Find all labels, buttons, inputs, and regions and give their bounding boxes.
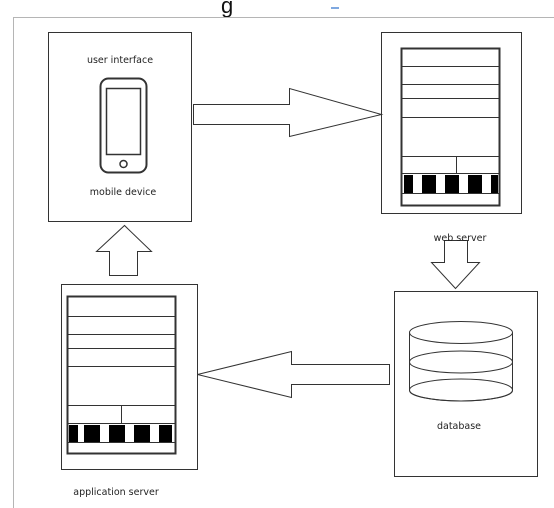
frame-left-border xyxy=(13,17,14,508)
top-link-mark xyxy=(331,7,339,9)
application-server-slots xyxy=(69,425,172,442)
application-server-rack-icon xyxy=(66,295,177,455)
arrow-application-server-to-ui xyxy=(95,224,153,276)
web-server-slots xyxy=(404,175,498,193)
user-interface-box xyxy=(48,32,192,222)
user-interface-title: user interface xyxy=(86,55,154,66)
web-server-label: web server xyxy=(433,233,487,244)
mobile-device-icon xyxy=(99,77,148,174)
application-server-label: application server xyxy=(73,487,159,498)
arrow-database-to-application-server xyxy=(197,350,390,399)
web-server-rack-icon xyxy=(400,47,501,207)
database-cylinder-icon xyxy=(409,321,513,402)
web-server-box xyxy=(381,32,522,214)
arrow-ui-to-web-server xyxy=(193,87,384,138)
frame-top-border xyxy=(13,17,554,18)
top-partial-text: g xyxy=(221,0,234,18)
database-label: database xyxy=(436,421,482,432)
arrow-web-server-to-database xyxy=(430,240,481,290)
application-server-box xyxy=(61,284,198,470)
mobile-device-label: mobile device xyxy=(89,187,157,198)
database-box xyxy=(394,291,538,477)
